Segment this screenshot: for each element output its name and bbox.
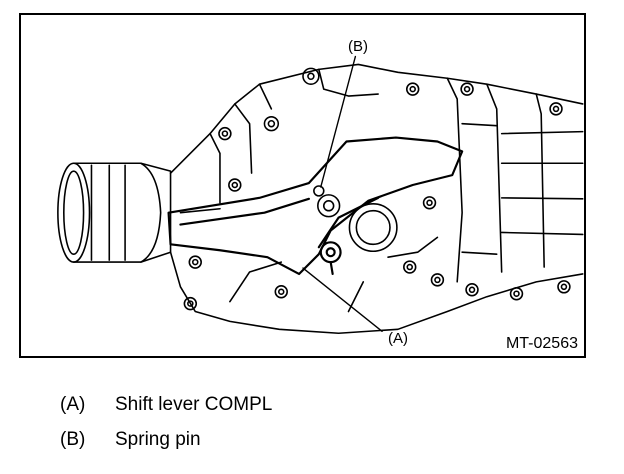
legend-label-b: Spring pin xyxy=(115,429,201,450)
legend-label-a: Shift lever COMPL xyxy=(115,394,273,415)
transmission-illustration xyxy=(57,55,584,335)
legend-key-a: (A) xyxy=(60,394,86,415)
leader-line-a xyxy=(302,267,383,332)
figure-frame: (B) (A) MT-02563 xyxy=(19,13,586,358)
callout-b: (B) xyxy=(348,38,368,55)
legend-row-b: (B) Spring pin xyxy=(60,430,201,449)
figure-id: MT-02563 xyxy=(505,335,578,352)
input-shaft-tube xyxy=(57,162,172,263)
leader-line-b xyxy=(320,55,357,188)
spring-pin xyxy=(313,185,341,218)
transmission-case xyxy=(169,63,584,335)
legend-key-b: (B) xyxy=(60,429,86,450)
shift-lever-compl xyxy=(167,136,464,276)
callout-a: (A) xyxy=(388,330,408,347)
legend-row-a: (A) Shift lever COMPL xyxy=(60,395,272,414)
